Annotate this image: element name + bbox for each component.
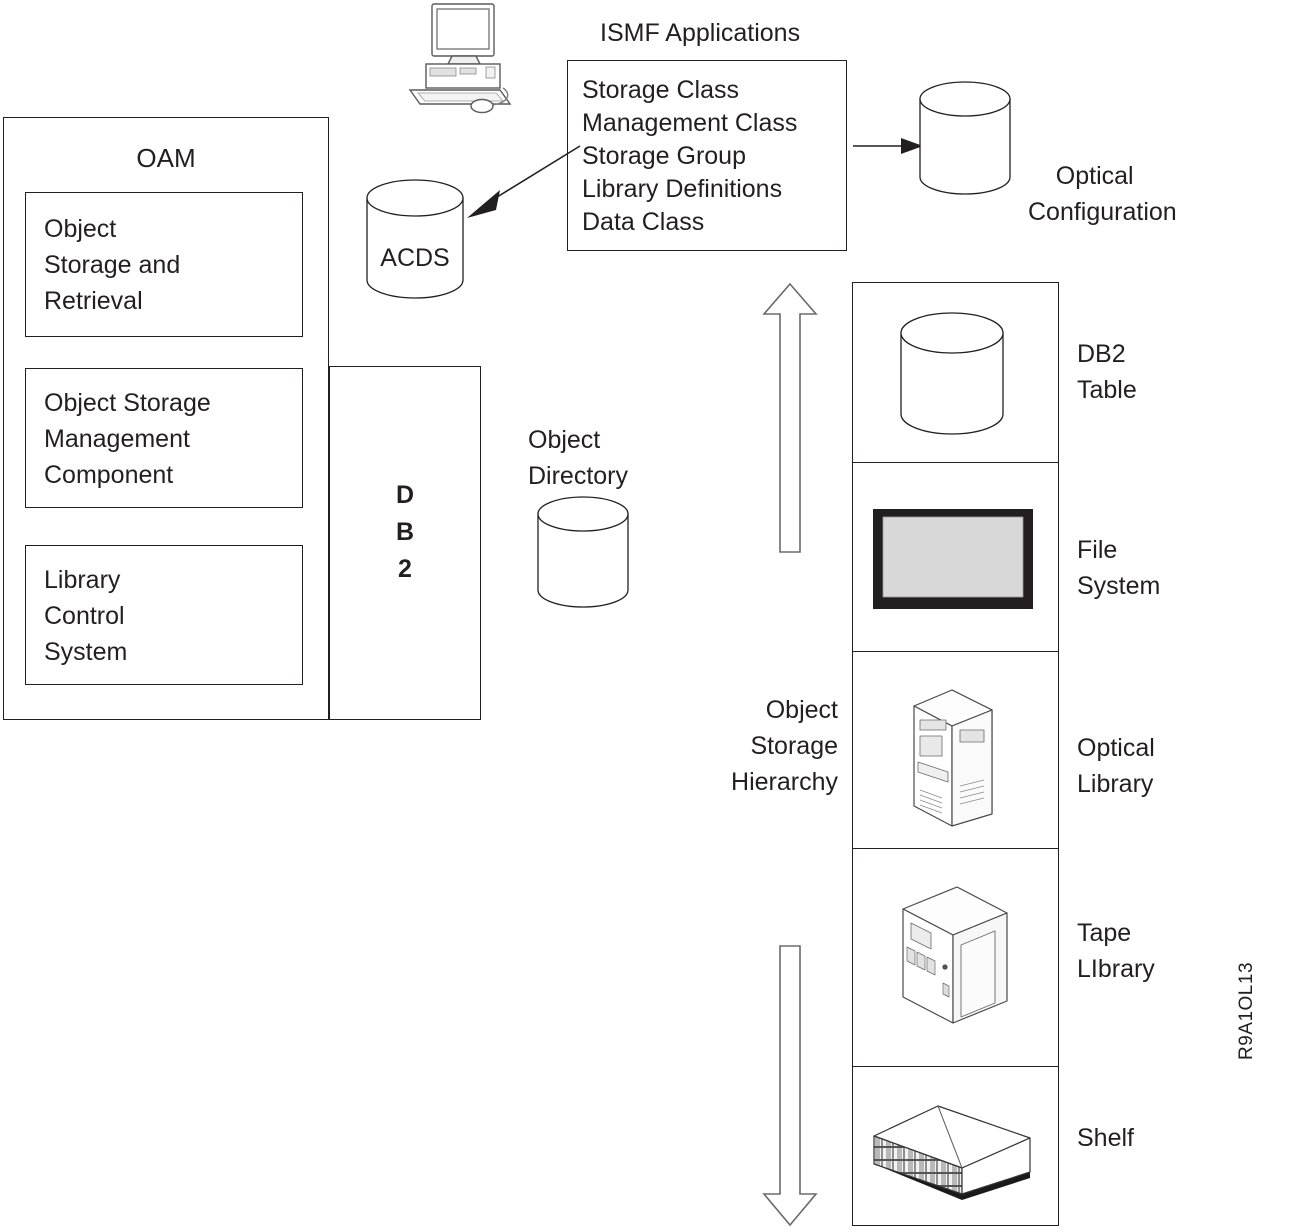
arrow-up-outline-icon — [762, 282, 818, 554]
optical-configuration-label-text: Optical Configuration — [1028, 162, 1177, 226]
oam-component-library-control-system: Library Control System — [25, 545, 303, 685]
ismf-item-management-class: Management Class — [582, 109, 798, 137]
ismf-item-library-definitions: Library Definitions — [582, 175, 783, 203]
optical-configuration-cylinder-icon — [916, 81, 1014, 196]
hierarchy-label-db2-table: DB2 Table — [1077, 340, 1137, 404]
arrow-down-outline-icon — [762, 944, 818, 1228]
tape-library-icon — [895, 875, 1015, 1030]
db2-box-label: D B 2 — [395, 481, 415, 583]
optical-library-icon — [890, 668, 1010, 838]
object-directory-label: Object Directory — [528, 426, 629, 490]
oam-component-label-1: Object Storage Management Component — [44, 389, 211, 489]
db2-box — [329, 366, 481, 720]
hierarchy-label-optical-library: Optical Library — [1077, 734, 1155, 798]
oam-component-object-storage-and-retrieval: Object Storage and Retrieval — [25, 192, 303, 337]
oam-title: OAM — [136, 143, 196, 173]
hierarchy-label-tape-library: Tape LIbrary — [1077, 919, 1155, 983]
object-storage-hierarchy-caption: Object Storage Hierarchy — [731, 696, 838, 796]
hierarchy-divider-2 — [852, 651, 1059, 652]
database-cylinder-icon — [897, 312, 1007, 437]
ismf-item-storage-class: Storage Class — [582, 76, 740, 104]
oam-component-label-2: Library Control System — [44, 566, 128, 666]
figure-code-label: R9A1OL13 — [1236, 961, 1257, 1060]
acds-label: ACDS — [380, 244, 450, 272]
ismf-applications-box — [567, 60, 847, 251]
arrow-to-optical-config-icon — [853, 133, 925, 159]
optical-configuration-label: Optical Configuration — [1028, 122, 1248, 266]
oam-box — [3, 117, 329, 720]
arrow-to-acds-icon — [455, 140, 585, 230]
workstation-computer-icon — [404, 2, 536, 114]
ismf-item-data-class: Data Class — [582, 208, 705, 236]
object-directory-cylinder-icon — [534, 496, 632, 609]
hierarchy-label-shelf: Shelf — [1077, 1124, 1134, 1152]
ismf-applications-title: ISMF Applications — [600, 19, 801, 47]
oam-component-object-storage-management-component: Object Storage Management Component — [25, 368, 303, 508]
acds-cylinder-icon — [363, 179, 467, 300]
hierarchy-divider-3 — [852, 848, 1059, 849]
oam-component-label-0: Object Storage and Retrieval — [44, 215, 181, 315]
hierarchy-divider-1 — [852, 462, 1059, 463]
shelf-icon — [864, 1096, 1032, 1206]
file-system-slab-icon — [871, 507, 1035, 611]
storage-hierarchy-column — [852, 282, 1059, 1226]
hierarchy-divider-4 — [852, 1066, 1059, 1067]
hierarchy-label-file-system: File System — [1077, 536, 1161, 600]
ismf-item-storage-group: Storage Group — [582, 142, 746, 170]
ismf-applications-list: Storage Class Management Class Storage G… — [582, 74, 842, 239]
